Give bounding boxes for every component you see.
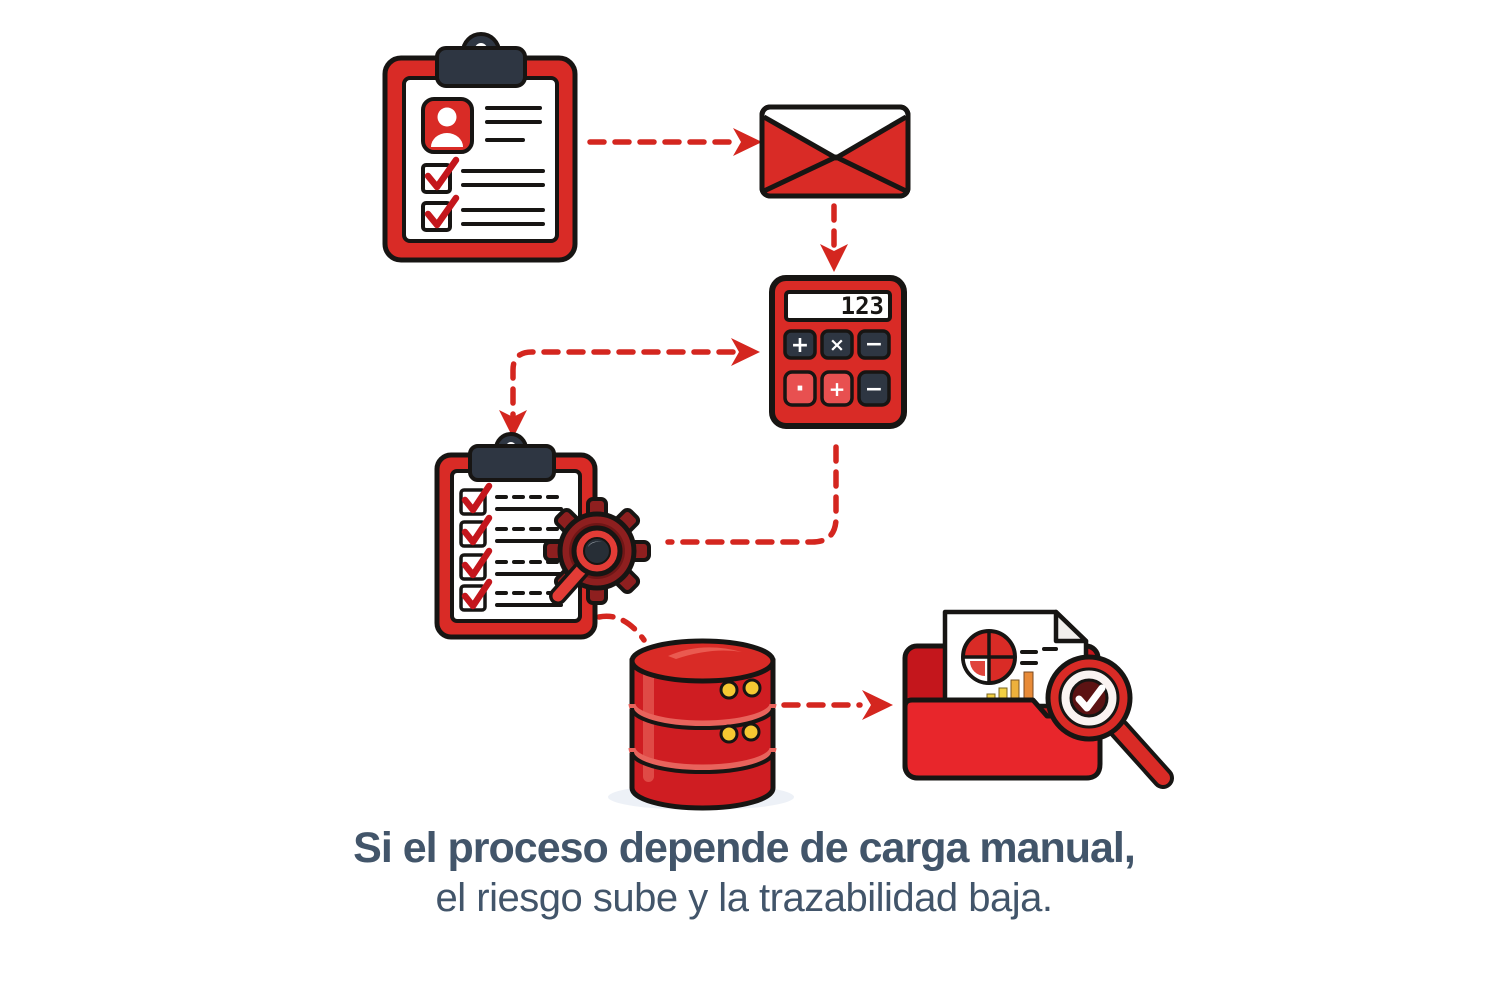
folder-report-icon [902,609,1174,789]
database-icon [608,638,794,811]
calc-button-label: − [865,332,883,357]
caption-line-1: Si el proceso depende de carga manual, [353,824,1136,872]
calculator-display [784,290,892,322]
calc-button-minus [857,329,891,360]
calculator-icon: 123 + × − · + − [769,275,907,429]
envelope-icon [759,104,911,199]
caption: Si el proceso depende de carga manual, e… [0,822,1488,923]
checkbox-checked-icon [459,578,563,612]
calc-button-label: × [829,334,845,356]
checkbox-checked-icon [421,156,545,194]
check-icon [1075,684,1106,712]
arrow-clipboard-to-email [587,128,762,156]
calc-button-plus [783,329,817,360]
clip-bar [468,444,556,482]
clipboard-form-icon [382,32,578,263]
calc-button-dot [783,370,817,407]
document-text-dashes [1020,647,1058,665]
calc-button-label: + [791,333,809,358]
arrow-email-to-calculator [820,203,848,272]
line-checklist-to-database [596,613,647,643]
database-indicator-dots [719,678,762,744]
calc-button-label: · [795,374,805,404]
form-text-lines [485,106,542,142]
checkbox-checked-icon [459,482,563,516]
calculator-display-value: 123 [841,292,884,320]
calc-button-minus2 [857,370,891,407]
checkbox-checked-icon [421,194,545,232]
arrow-database-to-folder [781,690,893,720]
calc-button-plus2 [820,370,854,407]
magnifier-check-icon [1045,654,1174,789]
calc-button-label: + [829,377,846,401]
arrow-branch-to-calculator-and-checklist [499,338,760,438]
line-calculator-to-checklist [665,444,839,545]
calc-button-multiply [820,329,854,360]
gear-magnifier-icon [543,497,651,605]
pie-chart-icon [961,629,1017,685]
clip-bar [435,46,527,88]
avatar-icon [421,97,474,154]
caption-line-2: el riesgo sube y la trazabilidad baja. [435,876,1053,921]
calc-button-label: − [865,377,883,402]
